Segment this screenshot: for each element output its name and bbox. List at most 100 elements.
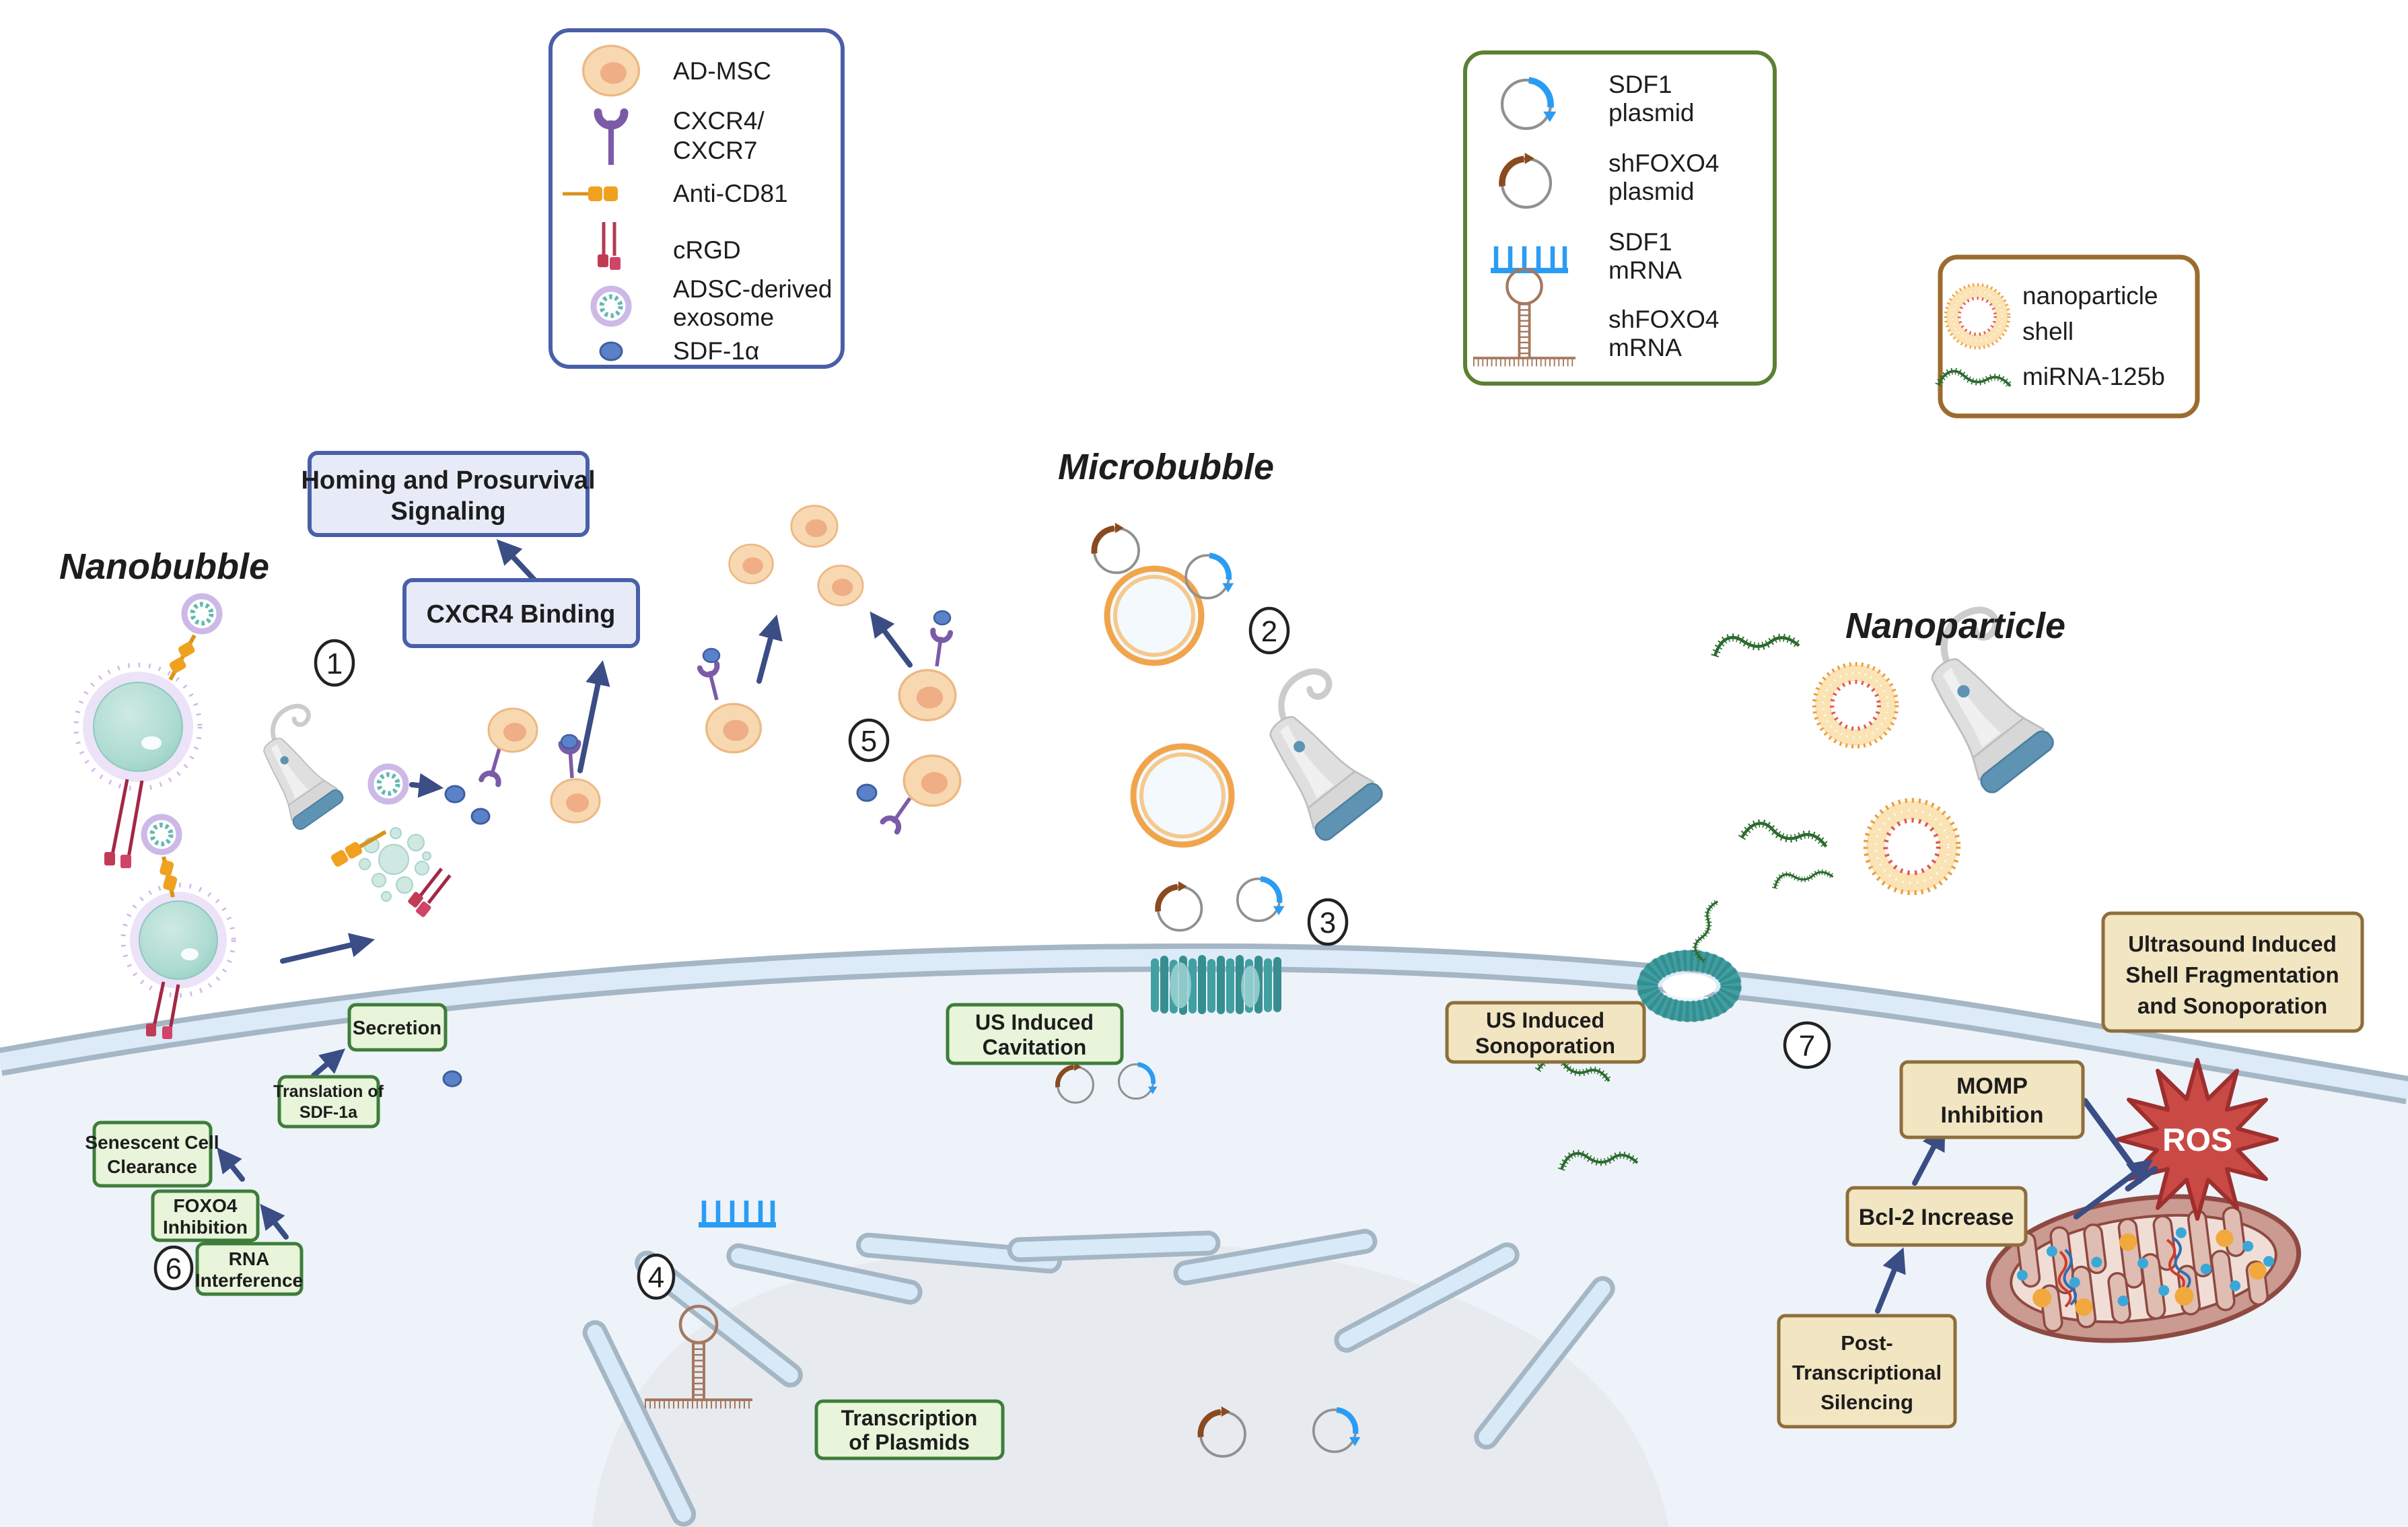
anti-cd81-stalk	[168, 634, 197, 681]
legend-cxcr-label: CXCR7	[673, 137, 757, 164]
nuclear-envelope	[582, 1229, 1615, 1527]
step-6: 6	[166, 1252, 182, 1285]
sonoporation-box	[1445, 1001, 1646, 1064]
secretion-box	[347, 1003, 448, 1052]
arrow-to-homing-box	[496, 539, 541, 587]
legend-exosome-label: exosome	[673, 304, 774, 331]
legend-admsc-label: AD-MSC	[673, 57, 771, 85]
step-7: 7	[1799, 1030, 1815, 1063]
sonoporation-pore	[1637, 950, 1742, 1022]
legend-sdf1a-label: SDF-1α	[673, 337, 759, 365]
translation-label: Translation of	[273, 1082, 384, 1101]
translation-box	[277, 1075, 380, 1129]
arrow-nanobubble-to-membrane	[280, 933, 375, 964]
section-label-microbubble: Microbubble	[1058, 447, 1274, 487]
mirna-125b	[1773, 865, 1833, 889]
adsc-exosome-icon	[184, 596, 219, 631]
cavitation-label: Cavitation	[983, 1035, 1087, 1059]
cxcr4-binding-label: CXCR4 Binding	[427, 600, 616, 629]
arrow-cxcr4-binding	[577, 660, 610, 773]
bcl2-label: Bcl-2 Increase	[1859, 1205, 2014, 1230]
pts-box	[1777, 1314, 1957, 1429]
rna-interference-label: RNA	[229, 1248, 270, 1269]
rna-interference-label: Interference	[195, 1270, 303, 1291]
pts-label: Post-	[1841, 1331, 1893, 1355]
ros-burst: ROS	[2116, 1058, 2279, 1221]
legend-shell-label: nanoparticle	[2022, 282, 2158, 310]
momp-label: Inhibition	[1941, 1102, 2044, 1128]
sdf1-plasmid	[1238, 879, 1285, 921]
cxcr4-binding-box	[402, 578, 640, 648]
foxo4-label: FOXO4	[174, 1195, 238, 1216]
legend-crgd-label: cRGD	[673, 236, 741, 264]
legend-exosome-label: ADSC-derived	[673, 275, 832, 303]
ad-msc-with-receptor	[898, 610, 957, 721]
cavitation-pore	[1151, 955, 1281, 1015]
legend-mirna-label: miRNA-125b	[2022, 363, 2165, 390]
nanoparticle-shell	[1814, 664, 1897, 746]
senescent-box	[92, 1121, 213, 1188]
translation-label: SDF-1a	[299, 1103, 358, 1122]
momp-box	[1899, 1060, 2085, 1139]
arrow-translation-to-secretion	[311, 1049, 346, 1078]
anti-cd81-icon	[563, 186, 618, 201]
homing-box	[308, 451, 590, 537]
crgd-anchor	[104, 779, 144, 868]
crgd-anchor	[146, 981, 180, 1039]
step-5: 5	[861, 725, 877, 758]
legend-sdf1-mrna-label: mRNA	[1608, 256, 1682, 284]
arrow-homing-1	[756, 614, 783, 684]
sonoporation-label: US Induced	[1486, 1008, 1604, 1032]
crgd-icon	[598, 222, 621, 270]
sdf1a-dots	[444, 785, 491, 825]
burst-exosome-fragments	[359, 827, 431, 902]
adsc-exosome-icon	[594, 289, 629, 324]
step-circles	[153, 606, 1831, 1300]
adsc-exosome-icon	[371, 767, 406, 802]
legend-components: AD-MSC CXCR4/ CXCR7 Anti-CD81 cRGD ADSC-…	[548, 28, 845, 369]
rna-interference-box	[195, 1242, 304, 1296]
mirna-125b	[1713, 629, 1799, 658]
legend-shfoxo4-mrna-label: shFOXO4	[1608, 306, 1720, 333]
legend-genetic: SDF1 plasmid shFOXO4 plasmid SDF1 mRNA s…	[1463, 50, 1777, 386]
sdf-1a-icon	[599, 341, 623, 361]
legend-sdf1-plasmid-label: plasmid	[1608, 99, 1695, 127]
mitochondrion	[1985, 1194, 2302, 1343]
transcription-box	[814, 1399, 1005, 1460]
transcription-label: of Plasmids	[849, 1430, 970, 1454]
crgd-fragment	[408, 867, 452, 917]
ad-msc-icon	[581, 44, 641, 97]
section-label-nanobubble: Nanobubble	[59, 546, 269, 587]
homing-box-label: Homing and Prosurvival	[301, 466, 595, 495]
ad-msc-with-receptor	[481, 707, 538, 785]
ros-label: ROS	[2162, 1123, 2232, 1158]
arrow-pts-to-bcl2	[1875, 1247, 1906, 1314]
microbubble-1	[1104, 565, 1205, 666]
adsc-exosome-icon	[144, 817, 179, 852]
anti-cd81-fragment	[330, 830, 387, 867]
step-4: 4	[648, 1261, 664, 1294]
legend-sdf1-plasmid-label: SDF1	[1608, 71, 1672, 98]
transcription-label: Transcription	[841, 1406, 978, 1430]
sdf1a-dot	[856, 783, 878, 802]
cavitation-label: US Induced	[975, 1010, 1094, 1034]
nanobubble-1	[73, 596, 219, 868]
bcl2-box	[1845, 1186, 2028, 1247]
arrow-bcl2-to-momp	[1912, 1125, 1946, 1186]
nanoparticle-shell	[1866, 800, 1958, 893]
senescent-label: Clearance	[107, 1156, 197, 1177]
pts-label: Transcriptional	[1792, 1361, 1942, 1384]
anti-cd81-stalk	[160, 856, 178, 898]
foxo4-label: Inhibition	[163, 1217, 248, 1238]
cavitation-box	[946, 1003, 1124, 1065]
legend-shfoxo4-plasmid-label: plasmid	[1608, 178, 1695, 205]
secretion-label: Secretion	[353, 1018, 441, 1039]
step-2: 2	[1261, 615, 1277, 648]
ad-msc-cells	[481, 505, 962, 832]
step-3: 3	[1320, 907, 1336, 939]
fragmentation-label: Ultrasound Induced	[2128, 931, 2337, 956]
legend-sdf1-mrna-label: SDF1	[1608, 228, 1672, 256]
mito-dna	[2057, 1236, 2191, 1308]
legend-shfoxo4-mrna-label: mRNA	[1608, 334, 1682, 361]
